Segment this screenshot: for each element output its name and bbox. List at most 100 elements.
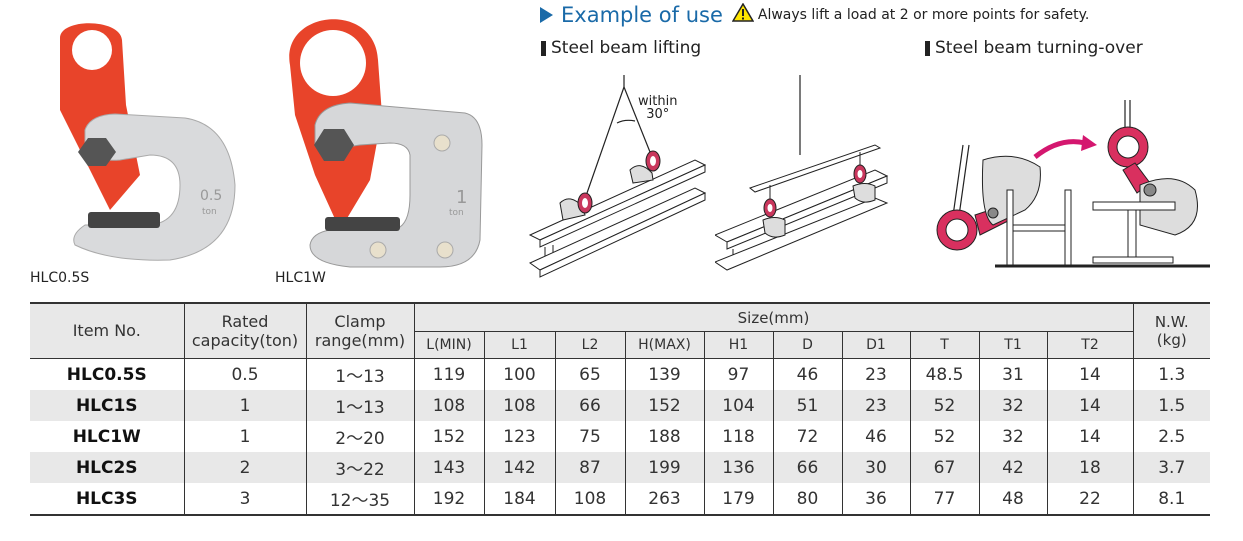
table-row: HLC1S 1 1～13 108 108 66 152 104 51 23 52… <box>30 390 1210 421</box>
cell: 8.1 <box>1132 483 1210 516</box>
cell: 104 <box>703 390 774 421</box>
header-l-min: L(MIN) <box>413 331 485 359</box>
cell: 136 <box>703 452 774 483</box>
table-row: HLC1W 1 2～20 152 123 75 188 118 72 46 52… <box>30 421 1210 452</box>
header-l2: L2 <box>554 331 626 359</box>
header-rated-capacity: Rated capacity(ton) <box>183 302 307 359</box>
cell: 66 <box>554 390 626 421</box>
cell: 30 <box>841 452 911 483</box>
cell-item: HLC2S <box>30 452 185 483</box>
svg-text:0.5: 0.5 <box>200 188 222 204</box>
cell: 46 <box>841 421 911 452</box>
header-t: T <box>909 331 980 359</box>
svg-text:ton: ton <box>449 208 464 218</box>
header-clamp-line2: range(mm) <box>314 331 406 350</box>
diagram-turning-over <box>925 85 1215 275</box>
cell: 192 <box>413 483 485 516</box>
header-size: Size(mm) <box>413 302 1134 332</box>
angle-label: within 30° <box>638 95 677 121</box>
cell: 152 <box>624 390 705 421</box>
cell: 36 <box>841 483 911 516</box>
cell-item: HLC3S <box>30 483 185 516</box>
header-h1: H1 <box>703 331 774 359</box>
header-d1: D1 <box>841 331 911 359</box>
section-label: Steel beam lifting <box>551 38 702 58</box>
svg-text:1: 1 <box>456 187 467 208</box>
cell: 12～35 <box>305 483 415 516</box>
cell: 199 <box>624 452 705 483</box>
product-caption-2: HLC1W <box>275 270 326 286</box>
product-image-hlc05s: 0.5 ton <box>30 10 245 265</box>
cell: 1.5 <box>1132 390 1210 421</box>
play-triangle-icon <box>540 7 553 23</box>
header-h-max: H(MAX) <box>624 331 705 359</box>
cell: 23 <box>841 358 911 390</box>
cell: 108 <box>413 390 485 421</box>
table-row: HLC0.5S 0.5 1～13 119 100 65 139 97 46 23… <box>30 358 1210 390</box>
angle-label-line2: 30° <box>646 107 670 122</box>
cell: 87 <box>554 452 626 483</box>
example-heading: Example of use Always lift a load at 2 o… <box>540 2 1090 27</box>
header-clamp-range: Clamp range(mm) <box>305 302 415 359</box>
cell: 32 <box>978 421 1048 452</box>
cell: 143 <box>413 452 485 483</box>
diagram-spreader-lift <box>713 70 900 285</box>
cell: 14 <box>1046 390 1134 421</box>
angle-label-line1: within <box>638 94 678 109</box>
cell: 48 <box>978 483 1048 516</box>
section-beam-turning: Steel beam turning-over <box>925 38 1143 58</box>
header-clamp-line1: Clamp <box>334 312 386 331</box>
cell: 0.5 <box>183 358 307 390</box>
cell: 152 <box>413 421 485 452</box>
cell: 14 <box>1046 358 1134 390</box>
cell: 31 <box>978 358 1048 390</box>
cell: 3 <box>183 483 307 516</box>
bullet-bar-icon <box>925 40 930 56</box>
cell: 118 <box>703 421 774 452</box>
cell: 139 <box>624 358 705 390</box>
cell: 2.5 <box>1132 421 1210 452</box>
cell: 263 <box>624 483 705 516</box>
cell: 108 <box>554 483 626 516</box>
cell: 52 <box>909 421 980 452</box>
warning-triangle-icon <box>731 2 755 27</box>
cell: 2 <box>183 452 307 483</box>
cell: 23 <box>841 390 911 421</box>
cell: 22 <box>1046 483 1134 516</box>
header-net-weight: N.W. (kg) <box>1132 302 1210 359</box>
cell: 3～22 <box>305 452 415 483</box>
product-image-hlc1w: 1 ton <box>270 5 485 277</box>
product-caption-1: HLC0.5S <box>30 270 90 286</box>
cell-item: HLC0.5S <box>30 358 185 390</box>
cell: 184 <box>483 483 556 516</box>
safety-note: Always lift a load at 2 or more points f… <box>757 7 1090 23</box>
svg-text:ton: ton <box>202 207 217 217</box>
header-nw-line2: (kg) <box>1156 331 1187 349</box>
header-d: D <box>772 331 843 359</box>
cell: 67 <box>909 452 980 483</box>
header-nw-line1: N.W. <box>1154 313 1189 331</box>
cell: 66 <box>772 452 843 483</box>
cell: 46 <box>772 358 843 390</box>
header-rated-line2: capacity(ton) <box>191 331 299 350</box>
cell: 48.5 <box>909 358 980 390</box>
section-beam-lifting: Steel beam lifting <box>541 38 701 58</box>
cell: 80 <box>772 483 843 516</box>
header-t1: T1 <box>978 331 1048 359</box>
header-rated-line1: Rated <box>221 312 269 331</box>
cell: 97 <box>703 358 774 390</box>
cell: 119 <box>413 358 485 390</box>
cell: 18 <box>1046 452 1134 483</box>
cell-item: HLC1S <box>30 390 185 421</box>
cell: 75 <box>554 421 626 452</box>
cell: 1.3 <box>1132 358 1210 390</box>
cell: 2～20 <box>305 421 415 452</box>
cell: 188 <box>624 421 705 452</box>
header-t2: T2 <box>1046 331 1134 359</box>
cell: 1 <box>183 390 307 421</box>
cell: 100 <box>483 358 556 390</box>
cell: 42 <box>978 452 1048 483</box>
table-row: HLC3S 3 12～35 192 184 108 263 179 80 36 … <box>30 483 1210 516</box>
cell: 14 <box>1046 421 1134 452</box>
cell: 1～13 <box>305 358 415 390</box>
